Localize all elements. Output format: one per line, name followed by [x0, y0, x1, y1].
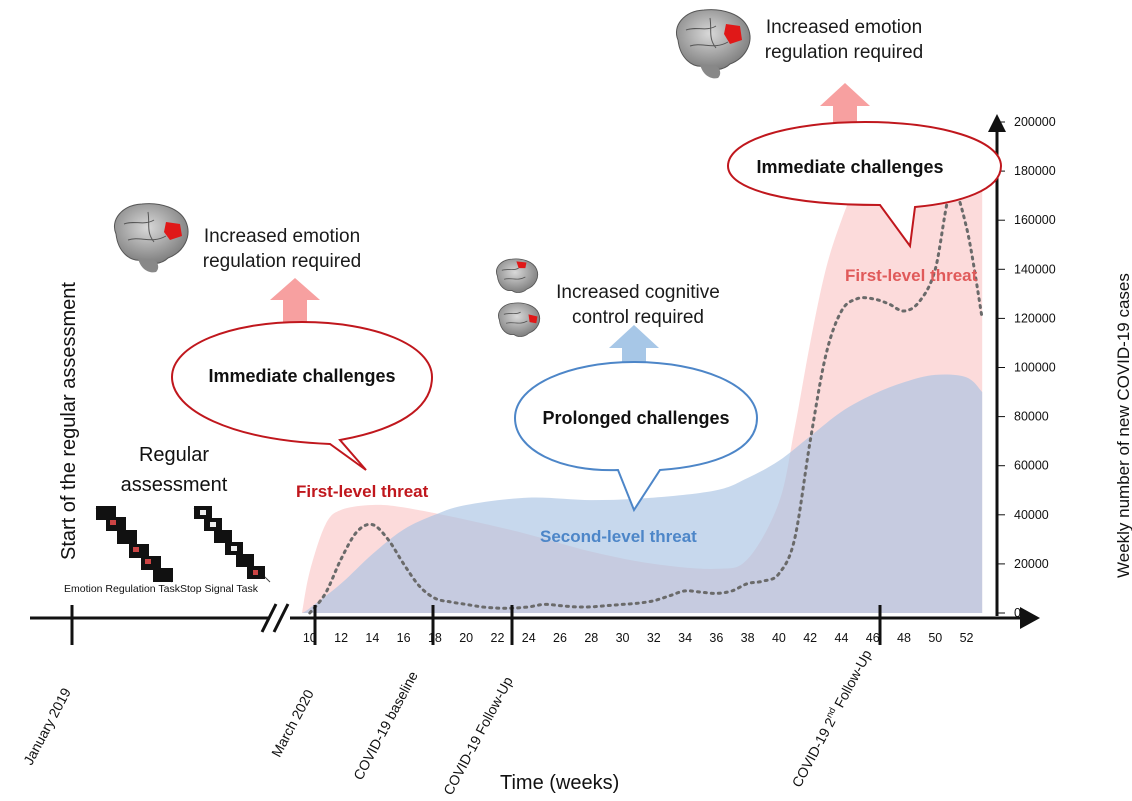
y-tick-label: 80000: [1014, 410, 1049, 424]
area-layer: [302, 148, 983, 614]
threat-label-second-level: Second-level threat: [540, 527, 697, 546]
weekly-cases-dotted-line: [308, 187, 984, 615]
x-tick-label: 42: [803, 631, 817, 645]
y-tick-label: 120000: [1014, 311, 1056, 325]
y-tick-label: 140000: [1014, 262, 1056, 276]
x-axis-title: Time (weeks): [500, 772, 620, 794]
x-tick-label: 26: [553, 631, 567, 645]
x-tick-label: 46: [866, 631, 880, 645]
x-tick-label: 32: [647, 631, 661, 645]
brain-icon: [676, 9, 751, 79]
line-layer: [308, 187, 984, 615]
x-tick-label: 20: [459, 631, 473, 645]
y-axis-title: Weekly number of new COVID-19 cases: [1114, 273, 1132, 578]
x-tick-label: 36: [709, 631, 723, 645]
speech-bubble-first-immediate: [170, 320, 434, 471]
x-tick-label: 14: [365, 631, 379, 645]
x-tick-label: 16: [397, 631, 411, 645]
speech-bubble-prolonged: [513, 360, 759, 513]
x-tick-label: 40: [772, 631, 786, 645]
y-tick-label: 40000: [1014, 508, 1049, 522]
bubble-label-prolonged: Prolonged challenges: [542, 408, 730, 428]
note-line: Increased emotion: [203, 226, 361, 247]
x-tick-label: 12: [334, 631, 348, 645]
y-tick-labels: 0 20000 40000 60000 80000 100000 120000 140000 1…: [1014, 115, 1056, 620]
x-tick-label: 52: [960, 631, 974, 645]
regular-assessment-line2: assessment: [120, 474, 228, 496]
x-axis-arrow-head: [1020, 607, 1040, 629]
y-tick-label: 200000: [1014, 115, 1056, 129]
left-vertical-title: Start of the regular assessment: [58, 282, 80, 560]
emotion-regulation-task-label: Emotion Regulation Task: [64, 583, 180, 595]
note-line: regulation required: [202, 251, 362, 272]
emotion-regulation-task-thumbnails: [95, 506, 173, 583]
axis-break-mark-2: [272, 603, 290, 633]
x-tick-label: 22: [491, 631, 505, 645]
note-line: Increased cognitive: [556, 282, 720, 303]
note-emotion-regulation-2: Increased emotion regulation required: [754, 15, 934, 65]
y-tick-label: 60000: [1014, 459, 1049, 473]
speech-bubble-second-immediate: [726, 120, 1003, 249]
y-axis-arrow-head: [988, 114, 1006, 132]
y-tick-label: 160000: [1014, 213, 1056, 227]
x-tick-label: 30: [616, 631, 630, 645]
bubble-label-second-immediate: Immediate challenges: [756, 157, 944, 177]
x-tick-label: 44: [835, 631, 849, 645]
regular-assessment-title: Regular assessment: [114, 440, 234, 500]
brain-icon: [498, 302, 541, 337]
stop-signal-task-label: Stop Signal Task: [180, 583, 259, 595]
x-tick-label: 38: [741, 631, 755, 645]
regular-assessment-line1: Regular: [138, 444, 210, 466]
note-line: Increased emotion: [765, 17, 923, 38]
note-cognitive-control: Increased cognitive control required: [548, 280, 728, 330]
y-tick-label: 100000: [1014, 361, 1056, 375]
y-tick-label: 180000: [1014, 164, 1056, 178]
note-line: regulation required: [764, 42, 924, 63]
y-tick-label: 0: [1014, 606, 1021, 620]
y-tick-marks: [997, 121, 1005, 614]
x-tick-label: 28: [584, 631, 598, 645]
bubble-label-first-immediate: Immediate challenges: [208, 366, 396, 386]
threat-label-first-level-1: First-level threat: [296, 482, 429, 501]
note-line: control required: [571, 307, 705, 328]
brain-icon: [114, 203, 189, 273]
x-tick-label: 34: [678, 631, 692, 645]
axis-break-mark-1: [260, 603, 278, 633]
x-tick-label: 18: [428, 631, 442, 645]
x-tick-labels: 10 12 14 16 18 20 22 24 26 28 30 32 34 36 38 40 42 44 46 48…: [303, 631, 974, 645]
threat-label-first-level-2: First-level threat: [845, 266, 978, 285]
note-emotion-regulation-1: Increased emotion regulation required: [192, 224, 372, 274]
second-level-threat-area: [302, 374, 983, 613]
x-tick-label: 24: [522, 631, 536, 645]
brain-icon: [496, 258, 539, 293]
x-tick-label: 50: [928, 631, 942, 645]
x-tick-label: 10: [303, 631, 317, 645]
stop-signal-task-thumbnails: [193, 506, 271, 583]
y-tick-label: 20000: [1014, 557, 1049, 571]
x-tick-label: 48: [897, 631, 911, 645]
